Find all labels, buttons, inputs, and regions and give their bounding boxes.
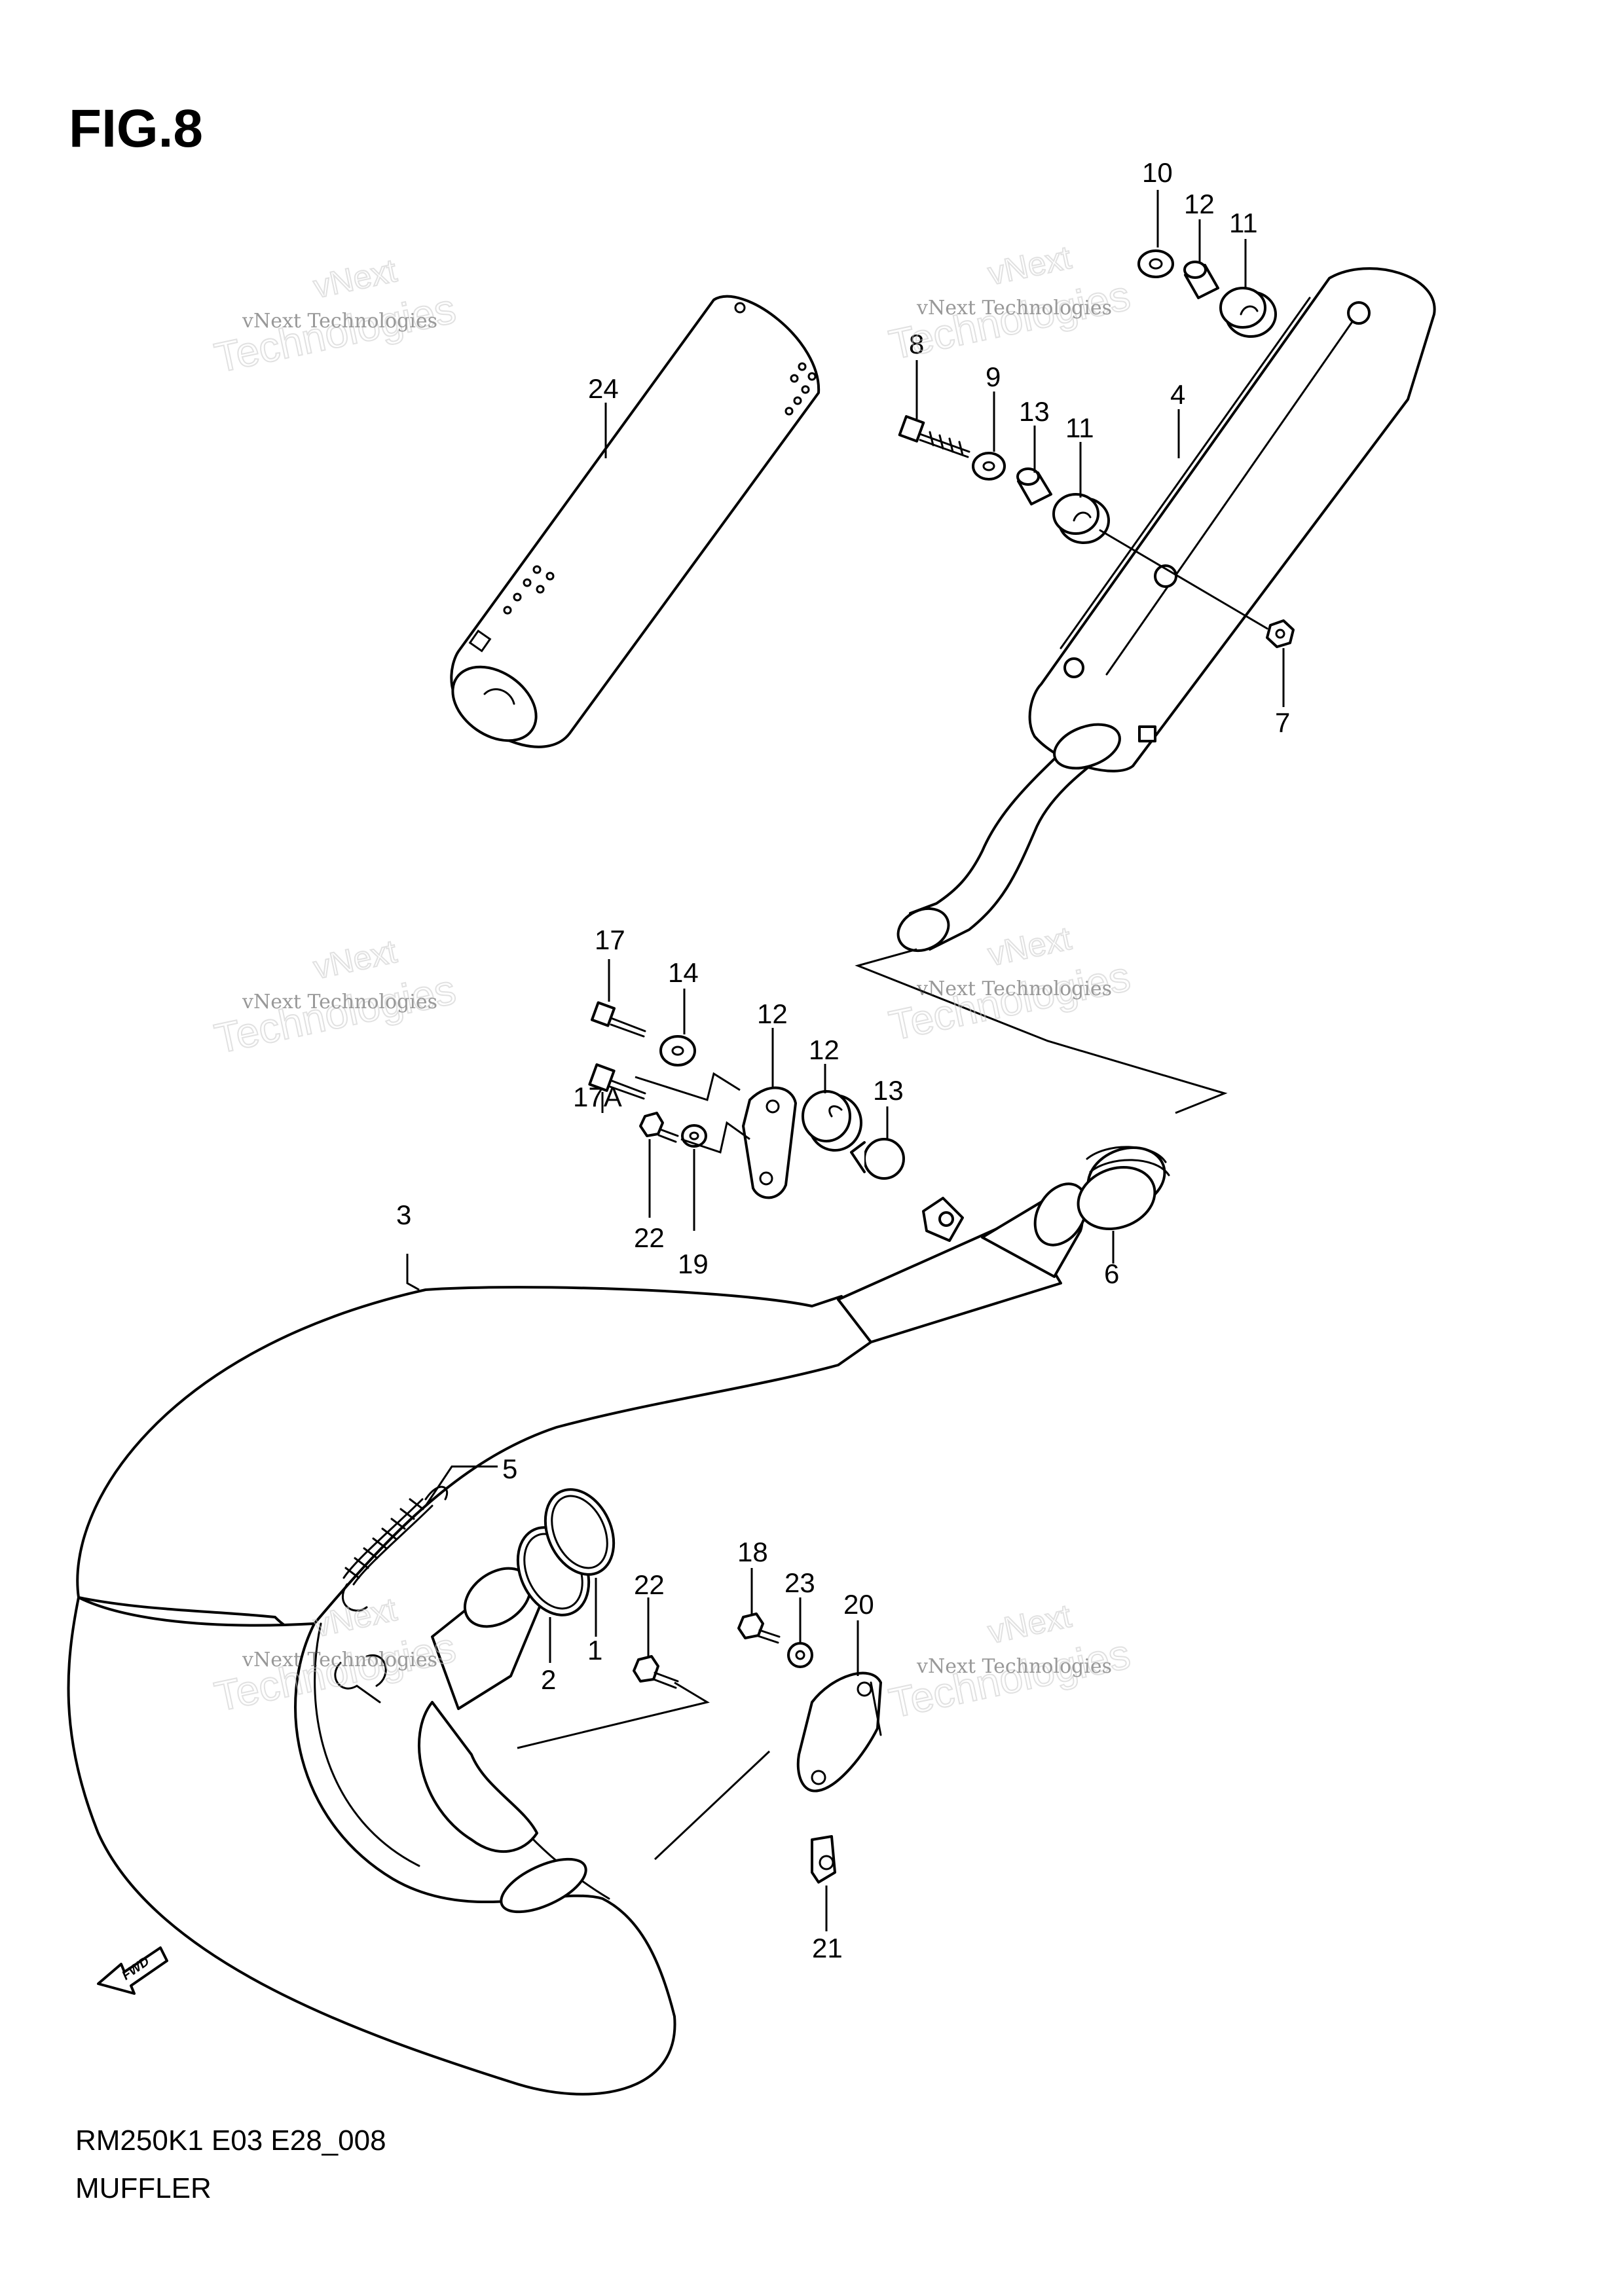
muffler-body-part-4 xyxy=(896,267,1436,953)
callout-24: 24 xyxy=(588,373,619,404)
callout-12-top: 12 xyxy=(1184,189,1215,219)
callout-19: 19 xyxy=(678,1248,709,1279)
cushion-part-11-top xyxy=(1219,287,1277,338)
svg-text:vNext: vNext xyxy=(310,933,400,986)
svg-text:vNext Technologies: vNext Technologies xyxy=(242,1649,437,1671)
svg-text:vNext: vNext xyxy=(985,920,1075,973)
callout-9: 9 xyxy=(986,361,1001,392)
bolt-part-22-upper xyxy=(639,1112,679,1143)
callout-10: 10 xyxy=(1142,157,1173,188)
heat-shield-part-24 xyxy=(450,295,821,748)
exhaust-chamber-part-3 xyxy=(67,1182,1088,2096)
callout-11-middle: 11 xyxy=(1065,412,1094,443)
svg-text:vNext Technologies: vNext Technologies xyxy=(916,1655,1112,1678)
bracket-part-13 xyxy=(742,1086,797,1199)
bracket-part-20 xyxy=(796,1671,882,1793)
nut-part-21 xyxy=(811,1835,836,1884)
callout-18: 18 xyxy=(737,1537,768,1567)
washer-part-16 xyxy=(659,1035,696,1066)
washer-part-9 xyxy=(972,452,1006,481)
svg-text:vNext: vNext xyxy=(985,1597,1075,1650)
callout-21: 21 xyxy=(812,1933,843,1963)
callout-3: 3 xyxy=(396,1199,411,1230)
callout-14: 12 xyxy=(809,1034,840,1065)
bolt-part-22-lower xyxy=(633,1655,679,1689)
callout-6: 6 xyxy=(1104,1258,1119,1289)
washer-part-10 xyxy=(1137,249,1174,278)
callout-20: 20 xyxy=(843,1589,874,1620)
callout-11-top: 11 xyxy=(1229,208,1258,238)
figure-title: FIG.8 xyxy=(69,99,204,158)
callout-5: 5 xyxy=(502,1453,517,1484)
callout-2: 2 xyxy=(541,1664,556,1695)
leader-lines xyxy=(406,190,1285,1931)
bolt-part-17A xyxy=(588,1063,646,1100)
callout-4: 4 xyxy=(1170,379,1185,410)
bolt-part-17 xyxy=(590,1001,646,1038)
collar-part-15 xyxy=(850,1138,905,1180)
svg-text:vNext Technologies: vNext Technologies xyxy=(916,977,1112,1000)
gasket-part-6 xyxy=(1077,1146,1170,1231)
cushion-part-14 xyxy=(802,1090,862,1152)
svg-text:vNext Technologies: vNext Technologies xyxy=(242,991,437,1013)
callout-7: 7 xyxy=(1275,707,1290,738)
callout-13: 12 xyxy=(757,998,788,1029)
svg-text:vNext: vNext xyxy=(985,239,1075,292)
callout-22-upper: 22 xyxy=(634,1222,665,1253)
svg-text:vNext: vNext xyxy=(310,252,400,305)
bolt-part-18 xyxy=(737,1613,781,1644)
svg-text:vNext Technologies: vNext Technologies xyxy=(242,310,437,333)
bolt-part-8 xyxy=(898,415,970,458)
callout-15: 13 xyxy=(873,1075,904,1106)
washer-part-23 xyxy=(787,1642,813,1668)
callout-numbers: 10 12 11 8 9 13 11 4 7 24 17 14 12 12 13… xyxy=(396,157,1290,1963)
callout-16: 14 xyxy=(668,957,699,988)
callout-17: 17 xyxy=(595,924,625,955)
collar-part-12-top xyxy=(1183,261,1219,299)
callout-8: 8 xyxy=(909,329,924,359)
callout-1: 1 xyxy=(587,1635,602,1666)
section-name-label: MUFFLER xyxy=(75,2172,212,2204)
svg-text:vNext Technologies: vNext Technologies xyxy=(916,297,1112,319)
forward-direction-arrow: FWD xyxy=(97,1946,168,1995)
callout-12-middle: 13 xyxy=(1019,396,1050,427)
callout-22-lower: 22 xyxy=(634,1569,665,1600)
callout-17A: 17A xyxy=(573,1082,622,1112)
nut-part-7 xyxy=(1266,619,1295,648)
collar-part-12-middle xyxy=(1016,467,1052,505)
spring-part-5 xyxy=(342,1485,449,1612)
clip-left xyxy=(334,1662,381,1704)
model-code-label: RM250K1 E03 E28_008 xyxy=(75,2124,386,2157)
cushion-part-11-middle xyxy=(1052,493,1110,544)
callout-23: 23 xyxy=(784,1567,815,1598)
